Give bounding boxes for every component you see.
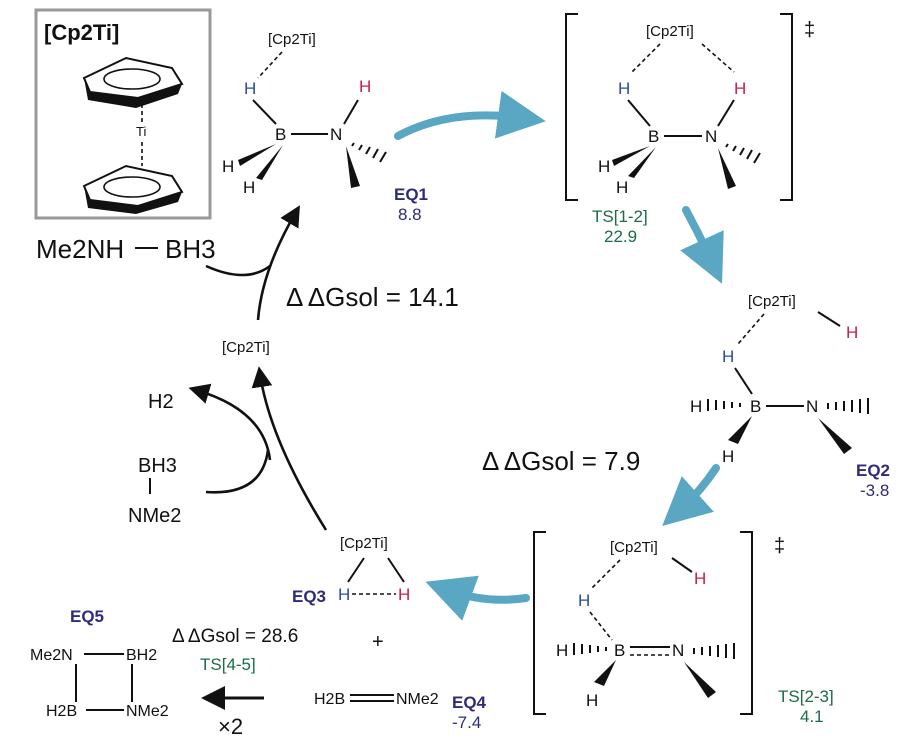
ts12-cp2ti: [Cp2Ti]	[646, 23, 694, 40]
ts12-h1: H	[598, 157, 610, 176]
eq1-structure: [Cp2Ti] H B N H H H EQ1 8.8	[222, 31, 428, 224]
eq4-nme2: NMe2	[396, 691, 439, 708]
titanocene-inset: [Cp2Ti] Ti	[34, 8, 212, 220]
ts23-b: B	[614, 641, 625, 660]
eq4-aminoborane: H2B NMe2 EQ4 -7.4	[314, 691, 487, 732]
arrow-eq2-ts23	[662, 464, 720, 527]
ts23-dagger: ‡	[774, 535, 785, 557]
ts23-h-bridge: H	[578, 591, 590, 610]
ts23-h-bottom: H	[586, 691, 598, 710]
arrow-ts12-eq2	[680, 206, 724, 284]
ts12-b: B	[648, 127, 659, 146]
ts12-h2: H	[616, 178, 628, 197]
plus-sign: +	[372, 631, 384, 653]
eq1-h-bridge: H	[244, 79, 256, 98]
eq3-cp2ti: [Cp2Ti]	[340, 535, 388, 552]
eq3-label: EQ3	[292, 587, 326, 606]
cp-ring-bottom	[82, 164, 184, 214]
eq2-h-left: H	[690, 397, 702, 416]
dg-eq1-label: Δ ΔGsol = 14.1	[286, 282, 459, 312]
ts23-n: N	[672, 641, 684, 660]
eq5-label: EQ5	[70, 607, 104, 626]
arrow-reagent-in	[205, 264, 271, 277]
ts12-structure: ‡ [Cp2Ti] H H B N H H TS[1-2] 22.9	[565, 13, 815, 246]
eq4-label: EQ4	[452, 693, 487, 712]
ts45-label: TS[4-5]	[200, 655, 256, 674]
dimer-nme2: NMe2	[126, 703, 169, 720]
ts23-h-ti: H	[694, 569, 706, 588]
reagent-amine-borane: Me2NH BH3	[36, 234, 216, 264]
eq1-label: EQ1	[394, 185, 428, 204]
reagent-bh3: BH3	[165, 234, 216, 264]
ts12-dagger: ‡	[804, 19, 815, 41]
eq3-h1: H	[338, 585, 350, 604]
eq2-h-bottom: H	[722, 447, 734, 466]
eq3-structure: [Cp2Ti] H H EQ3	[292, 535, 410, 606]
eq2-value: -3.8	[860, 481, 889, 500]
eq1-h2: H	[243, 178, 255, 197]
arrow-eq1-ts12	[394, 90, 546, 140]
arrow-eq3-cp2ti	[251, 366, 328, 531]
eq2-b: B	[750, 397, 761, 416]
dimer-h2b: H2B	[46, 703, 77, 720]
ts23-value: 4.1	[800, 707, 824, 726]
ts12-h-n: H	[734, 79, 746, 98]
dimer-bh2: BH2	[126, 647, 157, 664]
eq2-n: N	[806, 397, 818, 416]
ts23-structure: ‡ [Cp2Ti] H H H B N H TS[2-3] 4.	[533, 531, 834, 726]
dg-eq2-label: Δ ΔGsol = 7.9	[482, 446, 640, 476]
eq2-cp2ti: [Cp2Ti]	[748, 293, 796, 310]
eq1-b: B	[275, 125, 286, 144]
dimer-me2n: Me2N	[30, 647, 73, 664]
eq1-value: 8.8	[398, 205, 422, 224]
eq4-value: -7.4	[452, 713, 481, 732]
eq3-h2: H	[398, 585, 410, 604]
eq1-n: N	[330, 125, 342, 144]
product-nme2: NMe2	[128, 505, 181, 527]
eq1-cp2ti: [Cp2Ti]	[268, 31, 316, 48]
catalyst-cp2ti: [Cp2Ti]	[222, 339, 270, 356]
ts23-h-left: H	[556, 641, 568, 660]
reagent-me2nh: Me2NH	[36, 234, 124, 264]
eq2-label: EQ2	[856, 461, 890, 480]
eq1-h1: H	[222, 157, 234, 176]
ts12-value: 22.9	[604, 227, 637, 246]
arrow-borane-in	[205, 449, 270, 494]
ts12-n: N	[705, 127, 717, 146]
eq4-h2b: H2B	[314, 691, 345, 708]
inset-title: [Cp2Ti]	[44, 20, 119, 45]
eq2-structure: [Cp2Ti] H H H B N H EQ2 -3.8	[690, 293, 890, 500]
arrow-cp2ti-eq1	[256, 205, 300, 321]
times-two: ×2	[218, 714, 243, 739]
cp-ring-top	[82, 56, 184, 108]
ts23-cp2ti: [Cp2Ti]	[610, 539, 658, 556]
arrow-ts23-eq3	[425, 575, 530, 621]
eq1-h-n: H	[359, 77, 371, 96]
product-h2: H2	[148, 391, 174, 413]
ts23-label: TS[2-3]	[778, 687, 834, 706]
arrow-h2-release	[188, 383, 272, 461]
product-bh3: BH3	[138, 455, 177, 477]
ts12-h-bridge: H	[618, 79, 630, 98]
dg-dimer-label: Δ ΔGsol = 28.6	[172, 626, 298, 647]
inset-metal: Ti	[136, 124, 146, 139]
eq2-h-bridge: H	[722, 347, 734, 366]
eq2-h-ti: H	[846, 323, 858, 342]
ts12-label: TS[1-2]	[592, 207, 648, 226]
eq5-dimer: EQ5 Me2N BH2 H2B NMe2	[30, 607, 169, 720]
